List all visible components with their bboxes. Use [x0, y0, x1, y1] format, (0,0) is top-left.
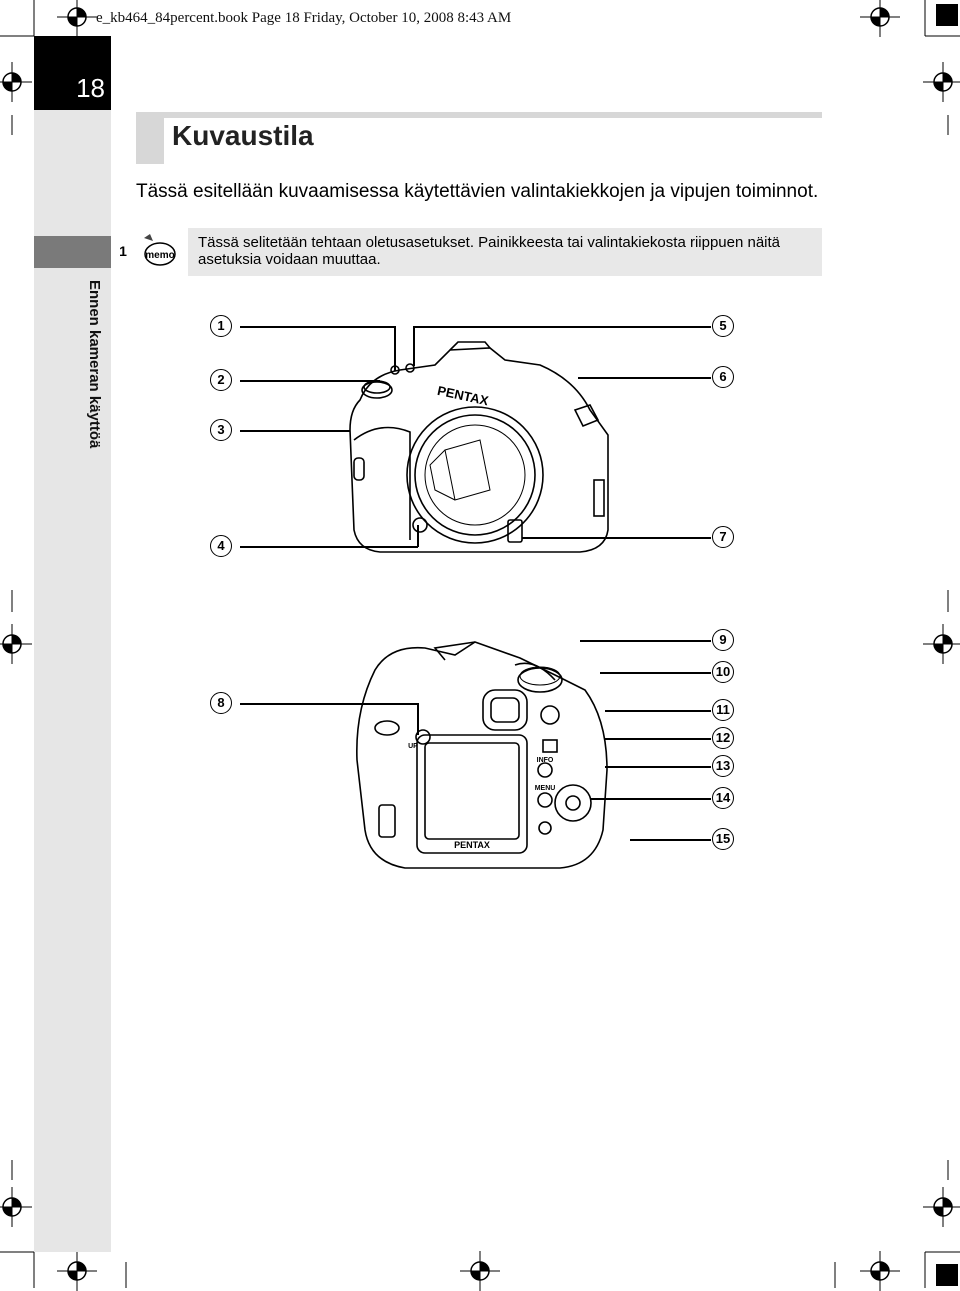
callout-14: 14	[712, 787, 734, 809]
side-strip	[34, 36, 111, 1252]
registration-mark	[923, 624, 960, 664]
callout-6: 6	[712, 366, 734, 388]
leader-line	[580, 640, 711, 642]
memo-icon: memo	[140, 232, 176, 268]
leader-line	[590, 798, 711, 800]
leader-line	[578, 377, 711, 379]
registration-mark	[860, 0, 900, 37]
flash-up-label: UP	[408, 743, 418, 750]
leader-line	[605, 738, 711, 740]
chapter-tab: 1	[34, 236, 133, 268]
leader-line	[600, 672, 711, 674]
back-brand-text: PENTAX	[454, 840, 490, 850]
callout-13: 13	[712, 755, 734, 777]
leader-line	[630, 839, 711, 841]
menu-button-label: MENU	[535, 785, 556, 792]
leader-line	[522, 537, 711, 539]
chapter-title: Ennen kameran käyttöä	[79, 280, 109, 480]
registration-mark	[860, 1251, 900, 1291]
leader-line	[417, 703, 419, 735]
leader-line	[394, 326, 396, 371]
callout-1: 1	[210, 315, 232, 337]
print-header: e_kb464_84percent.book Page 18 Friday, O…	[96, 10, 512, 26]
registration-mark	[923, 1187, 960, 1227]
page-number: 18	[76, 73, 105, 103]
section-title: Kuvaustila	[172, 120, 314, 151]
title-bar-rule	[164, 112, 822, 118]
page-number-box: 18	[34, 36, 111, 110]
leader-line	[240, 380, 380, 382]
front-brand-text: PENTAX	[436, 383, 490, 409]
camera-front-illustration: PENTAX	[349, 341, 609, 553]
svg-text:memo: memo	[145, 250, 174, 261]
registration-mark	[0, 62, 32, 102]
leader-line	[240, 703, 418, 705]
chapter-number: 1	[113, 241, 133, 261]
callout-4: 4	[210, 535, 232, 557]
callout-3: 3	[210, 419, 232, 441]
registration-mark	[57, 0, 97, 37]
leader-line	[605, 710, 711, 712]
leader-line	[413, 326, 415, 366]
callout-7: 7	[712, 526, 734, 548]
memo-box: Tässä selitetään tehtaan oletusasetukset…	[188, 228, 822, 276]
leader-line	[240, 326, 395, 328]
callout-12: 12	[712, 727, 734, 749]
callout-8: 8	[210, 692, 232, 714]
callout-5: 5	[712, 315, 734, 337]
callout-9: 9	[712, 629, 734, 651]
registration-mark	[460, 1251, 500, 1291]
memo-text: Tässä selitetään tehtaan oletusasetukset…	[198, 234, 781, 268]
intro-text: Tässä esitellään kuvaamisessa käytettävi…	[136, 181, 819, 202]
callout-10: 10	[712, 661, 734, 683]
registration-mark	[0, 1187, 32, 1227]
camera-back-illustration: PENTAX INFO MENU UP	[356, 641, 608, 869]
leader-line	[417, 525, 419, 547]
registration-mark	[57, 1251, 97, 1291]
registration-mark	[0, 624, 32, 664]
info-button-label: INFO	[537, 757, 554, 764]
callout-11: 11	[712, 699, 734, 721]
title-bar-marker	[136, 112, 164, 164]
leader-line	[240, 546, 418, 548]
leader-line	[413, 326, 711, 328]
registration-mark	[923, 62, 960, 102]
leader-line	[605, 766, 711, 768]
callout-2: 2	[210, 369, 232, 391]
leader-line	[240, 430, 350, 432]
chapter-title-text: Ennen kameran käyttöä	[86, 280, 103, 449]
callout-15: 15	[712, 828, 734, 850]
